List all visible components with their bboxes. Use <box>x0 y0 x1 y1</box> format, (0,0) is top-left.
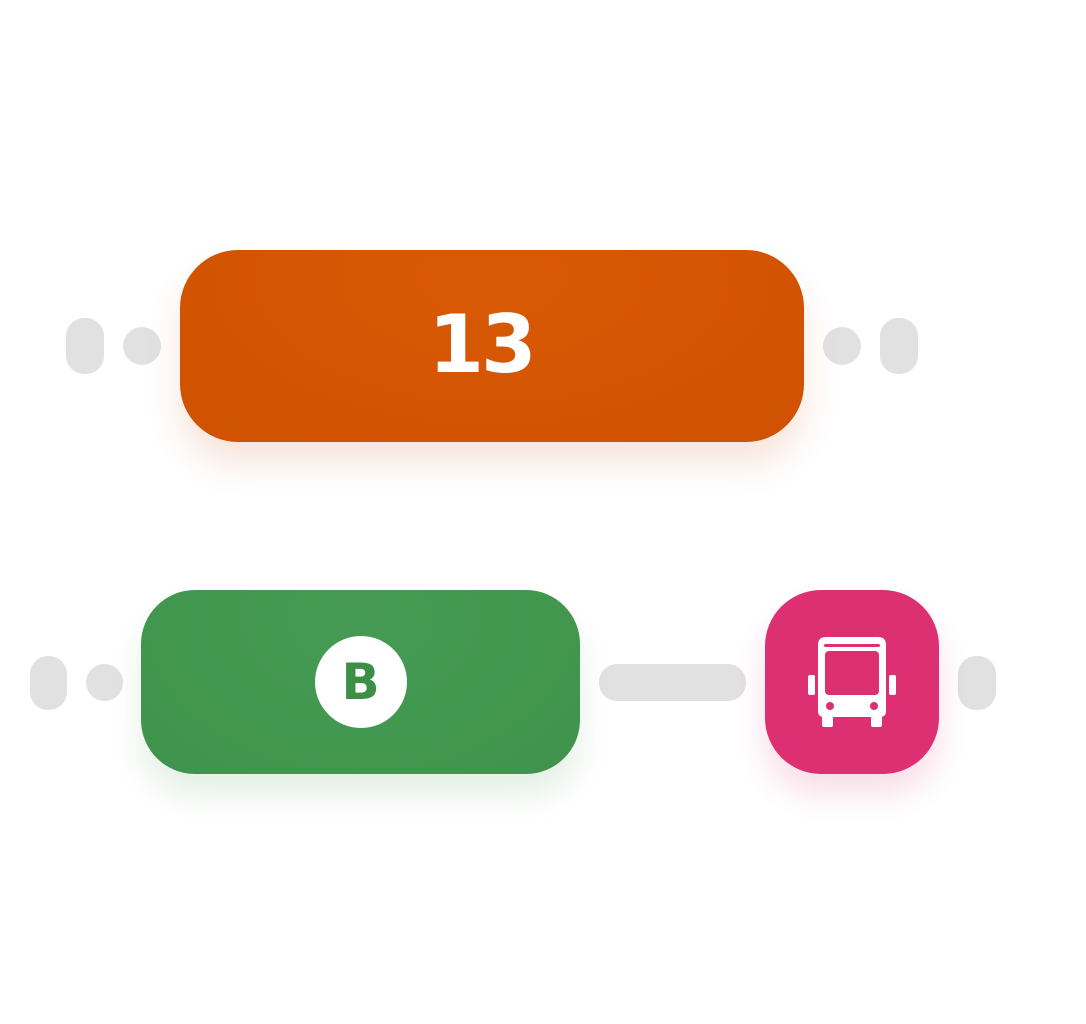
line-letter-circle: B <box>314 636 407 728</box>
track-connector <box>599 664 746 701</box>
track-dot <box>123 327 161 365</box>
track-segment <box>30 656 67 710</box>
track-dot <box>86 664 123 701</box>
line-letter: B <box>341 653 380 711</box>
track-segment <box>880 318 918 374</box>
metro-line-badge[interactable]: 13 <box>180 250 804 442</box>
line-number: 13 <box>428 298 536 391</box>
tram-line-badge[interactable]: B <box>141 590 580 774</box>
bus-icon <box>808 637 896 727</box>
bus-mode-badge[interactable] <box>765 590 939 774</box>
track-segment <box>66 318 104 374</box>
track-segment <box>958 656 996 710</box>
track-dot <box>823 327 861 365</box>
